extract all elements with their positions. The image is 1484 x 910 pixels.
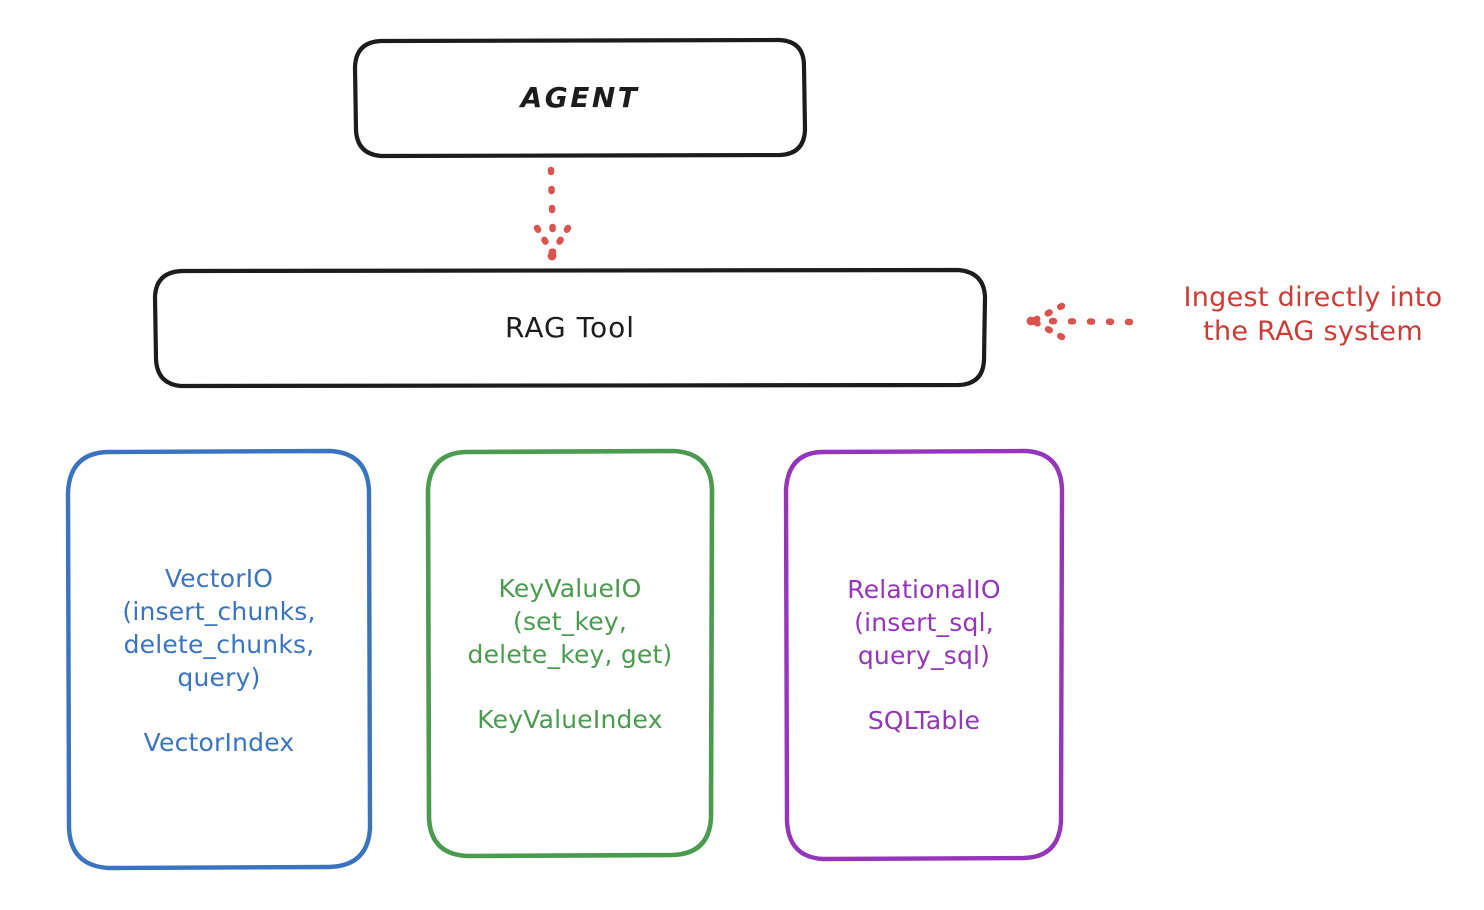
vector-io-label: VectorIO (insert_chunks, delete_chunks, … xyxy=(122,563,316,692)
relational-io-box-outline xyxy=(783,448,1065,862)
agent-box-outline xyxy=(352,37,808,159)
node-rag-tool[interactable]: RAG Tool xyxy=(155,270,985,386)
relational-io-index-label: SQLTable xyxy=(867,706,981,735)
node-agent[interactable]: AGENT xyxy=(355,40,805,156)
node-vector-io[interactable]: VectorIO (insert_chunks, delete_chunks, … xyxy=(68,450,370,868)
ingest-to-rag-connector xyxy=(1026,302,1134,341)
key-value-io-index-label: KeyValueIndex xyxy=(477,705,663,734)
key-value-io-box-outline xyxy=(425,448,715,859)
rag-tool-label: RAG Tool xyxy=(505,311,635,345)
rag-tool-box-outline xyxy=(152,267,988,389)
node-relational-io[interactable]: RelationalIO (insert_sql, query_sql) SQL… xyxy=(786,450,1062,858)
vector-io-box-outline xyxy=(65,448,373,871)
annotation-ingest-directly: Ingest directly into the RAG system xyxy=(1183,282,1443,348)
key-value-io-label: KeyValueIO (set_key, delete_key, get) xyxy=(467,574,673,669)
agent-label: AGENT xyxy=(520,81,640,115)
relational-io-label: RelationalIO (insert_sql, query_sql) xyxy=(847,575,1001,670)
vector-io-index-label: VectorIndex xyxy=(143,727,295,757)
agent-to-rag-connector xyxy=(533,166,572,261)
node-key-value-io[interactable]: KeyValueIO (set_key, delete_key, get) Ke… xyxy=(428,450,712,856)
